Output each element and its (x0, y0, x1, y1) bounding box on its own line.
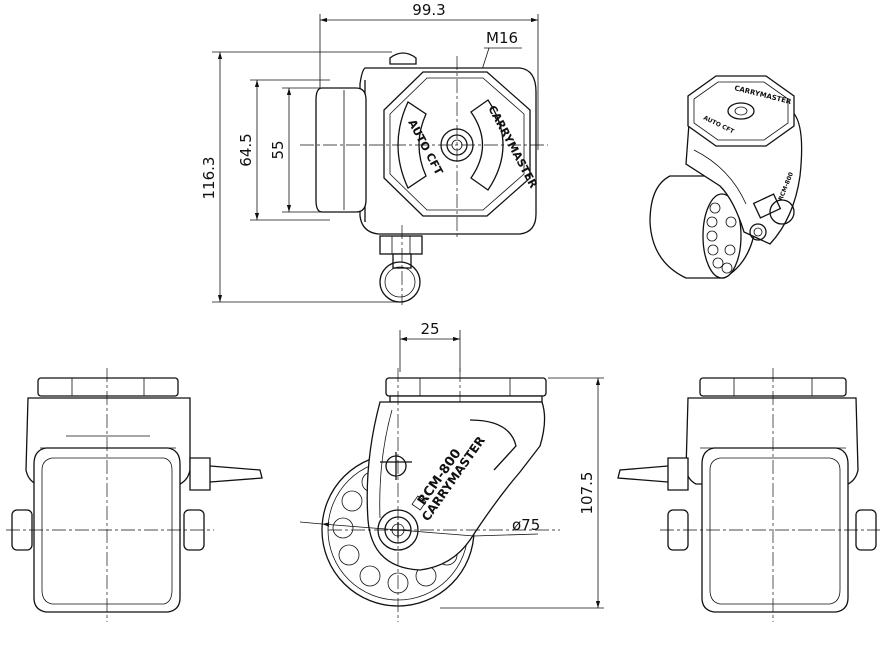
top-view: 99.3 116.3 64.5 55 M16 (200, 1, 548, 305)
side-view-center: 25 107.5 RCM-800 CARRYMASTER (299, 320, 604, 622)
dim-thread: M16 (486, 29, 518, 47)
front-view-left (6, 368, 263, 622)
dim-offset: 25 (420, 320, 439, 338)
dim-overall-height: 116.3 (200, 157, 218, 200)
dim-width-top: 99.3 (412, 1, 445, 19)
dim-outer-bracket: 64.5 (237, 133, 255, 166)
isometric-view: CARRYMASTER AUTO CFT RCM-800 (649, 75, 803, 279)
dim-inner-bracket: 55 (269, 140, 287, 159)
dim-height: 107.5 (578, 472, 596, 515)
dim-wheel-diameter: ø75 (512, 516, 540, 534)
front-view-right (617, 368, 880, 622)
